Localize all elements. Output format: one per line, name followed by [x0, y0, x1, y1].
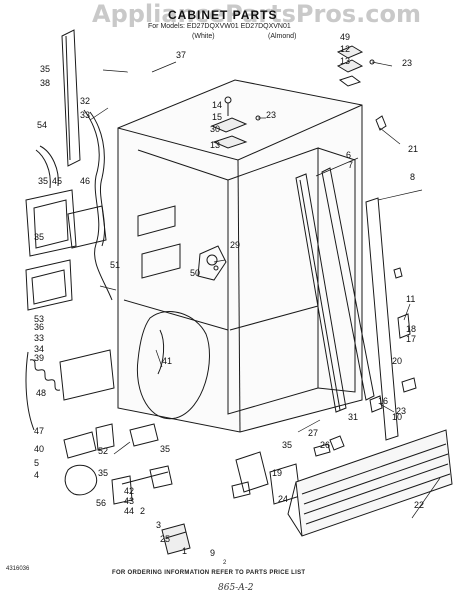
callout-21: 21	[408, 144, 418, 154]
callout-39: 39	[34, 353, 44, 363]
callout-35: 35	[282, 440, 292, 450]
callout-49: 49	[340, 32, 350, 42]
top-hinge-right	[336, 45, 387, 131]
callout-25: 25	[160, 534, 170, 544]
callout-41: 41	[162, 356, 172, 366]
callout-34: 34	[34, 344, 44, 354]
right-small-parts	[329, 267, 417, 451]
coil-heater	[25, 351, 61, 431]
callout-20: 20	[392, 356, 402, 366]
callout-3: 3	[156, 520, 161, 530]
callout-10: 10	[392, 412, 402, 422]
bottom-hinge	[161, 523, 191, 555]
callout-47: 47	[34, 426, 44, 436]
document-number: 4316036	[6, 566, 30, 572]
callout-15: 15	[212, 112, 222, 122]
callout-6: 6	[346, 150, 351, 160]
almond-label: (Almond)	[268, 33, 297, 40]
toe-grille	[287, 429, 453, 537]
callout-38: 38	[40, 78, 50, 88]
callout-54: 54	[37, 120, 47, 130]
callout-7: 7	[348, 160, 353, 170]
callout-48: 48	[36, 388, 46, 398]
white-label: (White)	[192, 33, 215, 40]
top-hinge-left	[210, 96, 261, 149]
callout-51: 51	[110, 260, 120, 270]
callout-43: 43	[124, 496, 134, 506]
callout-35: 35	[40, 64, 50, 74]
callout-33: 33	[80, 110, 90, 120]
callout-42: 42	[124, 486, 134, 496]
callout-40: 40	[34, 444, 44, 454]
callout-13: 13	[210, 140, 220, 150]
callout-13: 13	[340, 56, 350, 66]
callout-27: 27	[308, 428, 318, 438]
leader-lines	[89, 61, 441, 519]
callout-1: 1	[182, 546, 187, 556]
page-number: 2	[223, 560, 227, 566]
door-rails	[295, 167, 399, 441]
drain-assembly	[59, 349, 173, 505]
callout-45: 45	[52, 176, 62, 186]
callout-24: 24	[278, 494, 288, 504]
callout-36: 36	[34, 322, 44, 332]
control-housing	[25, 189, 107, 311]
callout-19: 19	[272, 468, 282, 478]
handwritten-note: 865-A-2	[218, 583, 254, 593]
callout-30: 30	[210, 124, 220, 134]
callout-22: 22	[414, 500, 424, 510]
callout-23: 23	[396, 406, 406, 416]
callout-53: 53	[34, 314, 44, 324]
callout-35: 35	[160, 444, 170, 454]
callout-5: 5	[34, 458, 39, 468]
callout-46: 46	[80, 176, 90, 186]
callout-17: 17	[406, 334, 416, 344]
cabinet-body	[117, 79, 363, 433]
callout-37: 37	[176, 50, 186, 60]
callout-9: 9	[210, 548, 215, 558]
callout-35: 35	[34, 232, 44, 242]
diagram-title: CABINET PARTS	[168, 8, 278, 22]
callout-29: 29	[230, 240, 240, 250]
callout-31: 31	[348, 412, 358, 422]
watermark: AppliancePartsPros.com	[92, 0, 421, 28]
left-trim-strip	[61, 29, 81, 167]
callout-16: 16	[378, 396, 388, 406]
callout-35: 35	[38, 176, 48, 186]
callout-26: 26	[320, 440, 330, 450]
callout-52: 52	[98, 446, 108, 456]
ordering-info-footer: FOR ORDERING INFORMATION REFER TO PARTS …	[112, 570, 306, 576]
callout-56: 56	[96, 498, 106, 508]
callout-35: 35	[98, 468, 108, 478]
callout-4: 4	[34, 470, 39, 480]
callout-2: 2	[140, 506, 145, 516]
models-subtitle: For Models: ED27DQXVW01 ED27DQXVN01	[148, 23, 291, 30]
callout-23: 23	[402, 58, 412, 68]
callout-33: 33	[34, 333, 44, 343]
callout-32: 32	[80, 96, 90, 106]
callout-44: 44	[124, 506, 134, 516]
callout-11: 11	[406, 294, 415, 304]
callout-14: 14	[212, 100, 222, 110]
callout-8: 8	[410, 172, 415, 182]
callout-18: 18	[406, 324, 416, 334]
callout-23: 23	[266, 110, 276, 120]
callout-50: 50	[190, 268, 200, 278]
callout-12: 12	[340, 44, 350, 54]
